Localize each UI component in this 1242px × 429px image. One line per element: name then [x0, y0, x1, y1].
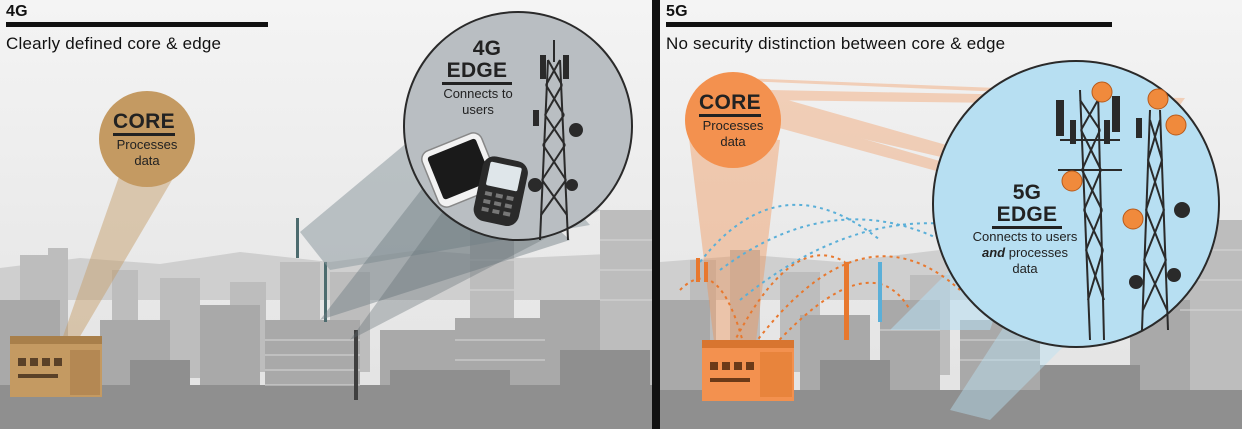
edge-desc-5g-part2: processes data — [1005, 245, 1068, 276]
edge-bubble-5g — [932, 60, 1220, 348]
cityscape-5g — [660, 0, 1242, 429]
heading-rule-4g — [6, 22, 268, 27]
core-bubble-4g — [99, 91, 195, 187]
edge-node-5 — [1122, 208, 1144, 230]
edge-nodes-5g — [1061, 81, 1187, 230]
edge-node-4 — [1061, 170, 1083, 192]
core-desc-5g: Processes data — [702, 118, 764, 149]
link-blue-2 — [719, 218, 961, 271]
link-orange-3 — [749, 255, 961, 351]
core-beam-4g — [60, 168, 178, 350]
edge-title-line2-4g: EDGE — [442, 60, 512, 85]
edge-title-line1-5g: 5G — [1012, 181, 1042, 204]
subtitle-5g: No security distinction between core & e… — [666, 34, 1006, 53]
core-beam-5g — [688, 130, 780, 350]
edge-node-2 — [1147, 88, 1169, 110]
phones-icon — [421, 132, 528, 227]
subtitle-4g: Clearly defined core & edge — [6, 34, 222, 53]
core-bubble-5g — [685, 72, 781, 168]
core-title-4g: CORE — [113, 111, 175, 136]
core-title-5g: CORE — [699, 92, 761, 117]
edge-desc-5g: Connects to users and processes data — [972, 229, 1078, 277]
heading-rule-5g — [666, 22, 1112, 27]
cell-tower-5g-right-icon — [1141, 109, 1169, 331]
core-building-5g — [702, 340, 794, 401]
link-orange-2 — [729, 254, 846, 351]
cityscape-4g — [0, 0, 652, 429]
panel-4g: 4G Clearly defined core & edge CORE Proc… — [0, 0, 652, 429]
cell-tower-4g-icon — [539, 40, 569, 241]
core-building-4g — [10, 336, 102, 397]
edge-title-line2-5g: EDGE — [992, 204, 1062, 229]
edge-node-3 — [1165, 114, 1187, 136]
edge-node-1 — [1091, 81, 1113, 103]
heading-5g: 5G — [666, 3, 688, 20]
heading-4g: 4G — [6, 3, 28, 20]
link-orange-4 — [769, 281, 911, 351]
edge-title-line1-4g: 4G — [472, 37, 502, 60]
edge-desc-4g: Connects to users — [443, 86, 513, 117]
edge-desc-5g-emphasis: and — [982, 245, 1006, 260]
link-orange-1 — [679, 277, 746, 351]
core-desc-4g: Processes data — [116, 137, 178, 168]
link-blue-1 — [699, 203, 881, 263]
edge-desc-5g-part1: Connects to users — [972, 229, 1078, 244]
panel-5g: 5G No security distinction between core … — [660, 0, 1242, 429]
